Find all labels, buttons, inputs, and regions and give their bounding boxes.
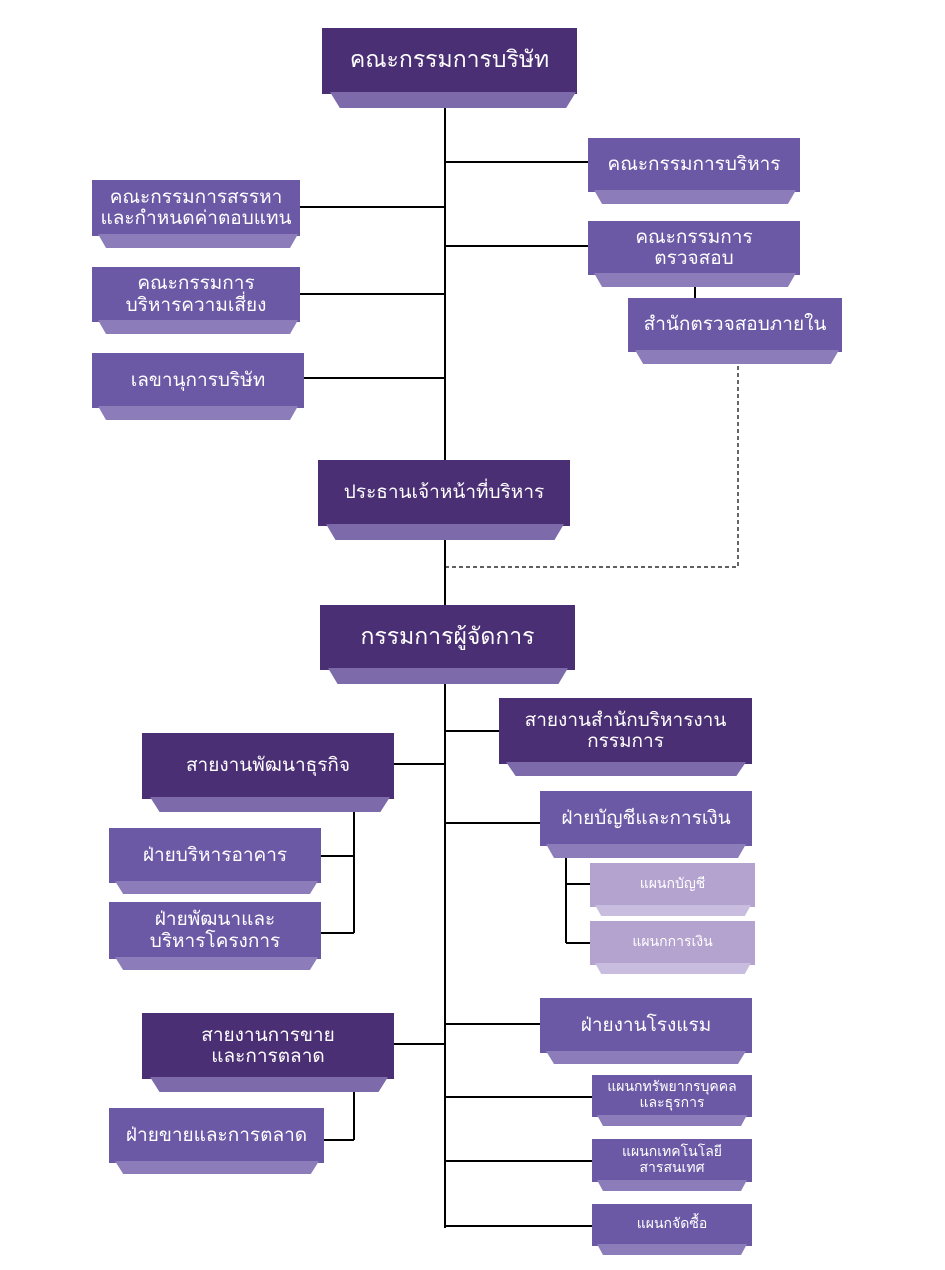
md-label: กรรมการผู้จัดการ [360,623,535,650]
internal-audit-label: สำนักตรวจสอบภายใน [643,313,827,336]
accounting-dept-box: แผนกบัญชี [590,863,755,907]
it-dept-label: แผนกเทคโนโลยี สารสนเทศ [621,1143,723,1176]
hotel-box: ฝ่ายงานโรงแรม [540,998,752,1053]
hr-dept-box: แผนกทรัพยากรบุคคล และธุรการ [592,1075,752,1117]
sales-marketing-line-box: สายงานการขาย และการตลาด [142,1013,394,1079]
audit-committee-box: คณะกรรมการ ตรวจสอบ [588,221,800,275]
accounting-dept-label: แผนกบัญชี [639,876,706,893]
board-label: คณะกรรมการบริษัท [349,47,550,74]
executive-committee-label: คณะกรรมการบริหาร [607,153,781,176]
building-mgmt-label: ฝ่ายบริหารอาคาร [142,843,288,866]
secretary-label: เลขานุการบริษัท [130,368,266,391]
ceo-label: ประธานเจ้าหน้าที่บริหาร [343,481,545,504]
risk-committee-box: คณะกรรมการ บริหารความเสี่ยง [92,267,300,322]
nomination-committee-box: คณะกรรมการสรรหา และกำหนดค่าตอบแทน [92,180,300,236]
dashed-audit-line [445,352,739,568]
hotel-label: ฝ่ายงานโรงแรม [580,1013,712,1036]
finance-dept-box: แผนกการเงิน [590,921,755,965]
sales-marketing-line-label: สายงานการขาย และการตลาด [201,1023,335,1067]
director-office-label: สายงานสำนักบริหารงาน กรรมการ [524,708,727,752]
sales-marketing-div-box: ฝ่ายขายและการตลาด [109,1108,324,1163]
accounting-finance-box: ฝ่ายบัญชีและการเงิน [540,791,752,846]
business-dev-box: สายงานพัฒนาธุรกิจ [142,733,394,799]
finance-dept-label: แผนกการเงิน [632,934,713,951]
it-dept-box: แผนกเทคโนโลยี สารสนเทศ [592,1139,752,1182]
business-dev-label: สายงานพัฒนาธุรกิจ [185,754,351,777]
executive-committee-box: คณะกรรมการบริหาร [588,138,800,192]
project-dev-label: ฝ่ายพัฒนาและ บริหารโครงการ [149,908,281,952]
audit-committee-label: คณะกรรมการ ตรวจสอบ [635,225,753,269]
internal-audit-box: สำนักตรวจสอบภายใน [628,298,842,352]
secretary-box: เลขานุการบริษัท [92,353,304,408]
board-box: คณะกรรมการบริษัท [322,28,577,94]
project-dev-box: ฝ่ายพัฒนาและ บริหารโครงการ [109,902,321,959]
building-mgmt-box: ฝ่ายบริหารอาคาร [109,828,321,883]
accounting-finance-label: ฝ่ายบัญชีและการเงิน [561,806,731,829]
purchasing-dept-box: แผนกจัดซื้อ [592,1204,752,1246]
director-office-box: สายงานสำนักบริหารงาน กรรมการ [499,698,752,764]
purchasing-dept-label: แผนกจัดซื้อ [636,1216,708,1233]
ceo-box: ประธานเจ้าหน้าที่บริหาร [318,460,570,526]
sales-marketing-div-label: ฝ่ายขายและการตลาด [125,1123,308,1146]
risk-committee-label: คณะกรรมการ บริหารความเสี่ยง [125,272,267,316]
hr-dept-label: แผนกทรัพยากรบุคคล และธุรการ [607,1079,737,1111]
nomination-committee-label: คณะกรรมการสรรหา และกำหนดค่าตอบแทน [100,185,292,229]
md-box: กรรมการผู้จัดการ [320,605,575,670]
